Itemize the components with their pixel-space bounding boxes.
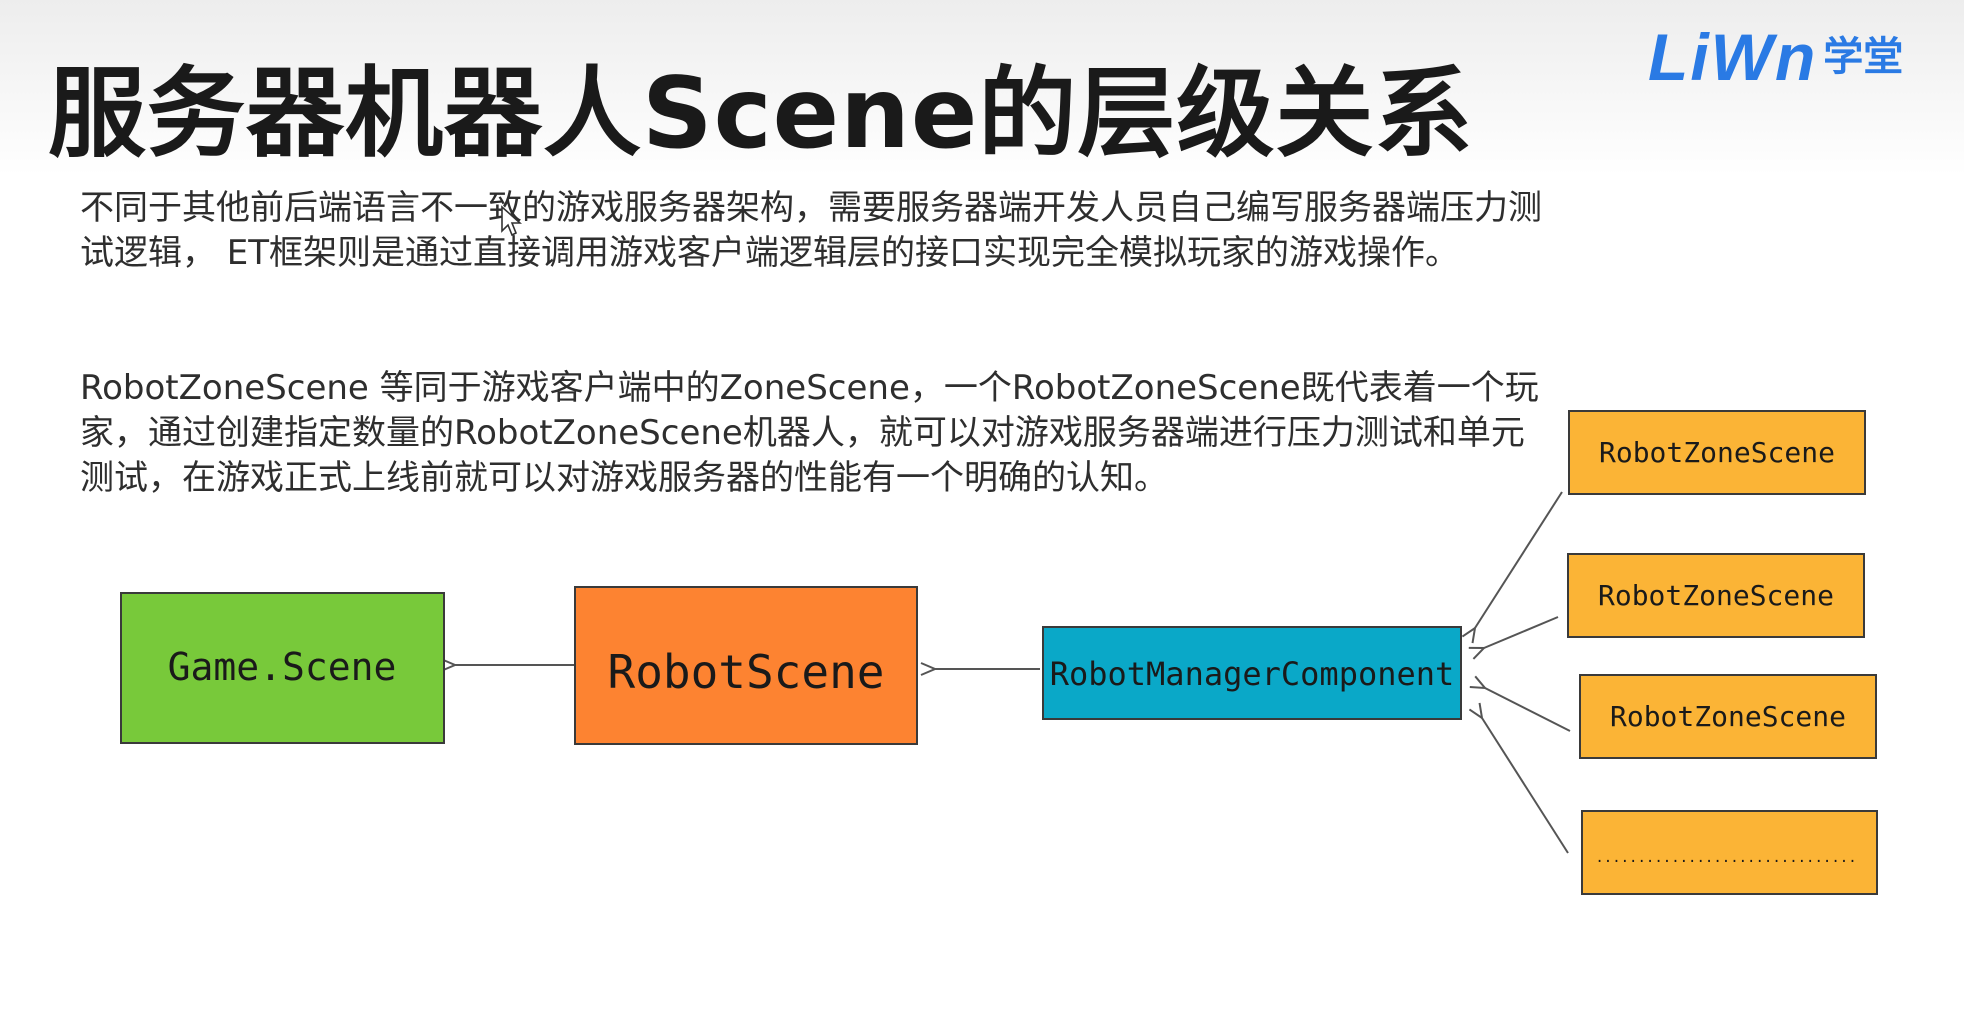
mouse-cursor-icon — [501, 205, 522, 237]
node-zone-more-label: ............................... — [1595, 850, 1856, 866]
arrow-more-to-manager — [1482, 718, 1569, 854]
arrow-zone3-to-manager — [1485, 688, 1571, 732]
paragraph-robot-zone-scene: RobotZoneScene 等同于游戏客户端中的ZoneScene，一个Rob… — [80, 368, 1539, 498]
node-robot-zone-scene-more: ............................... — [1581, 810, 1878, 895]
node-robot-zone-scene-1: RobotZoneScene — [1568, 410, 1866, 495]
arrow-zone2-to-manager — [1484, 616, 1559, 648]
node-zone-2-label: RobotZoneScene — [1598, 579, 1834, 612]
node-game-scene: Game.Scene — [120, 592, 445, 744]
logo-mark: LiWn — [1648, 20, 1818, 94]
paragraph-intro: 不同于其他前后端语言不一致的游戏服务器架构，需要服务器端开发人员自己编写服务器端… — [80, 188, 1542, 273]
node-robot-scene-label: RobotScene — [608, 645, 885, 699]
node-robot-zone-scene-2: RobotZoneScene — [1567, 553, 1865, 638]
node-robot-scene: RobotScene — [574, 586, 918, 745]
slide-title: 服务器机器人Scene的层级关系 — [48, 57, 1474, 171]
node-robot-manager-label: RobotManagerComponent — [1050, 655, 1455, 693]
header-background — [0, 0, 1964, 175]
arrow-zone1-to-manager — [1475, 491, 1563, 628]
node-game-scene-label: Game.Scene — [168, 645, 397, 689]
node-zone-3-label: RobotZoneScene — [1610, 700, 1846, 733]
node-robot-zone-scene-3: RobotZoneScene — [1579, 674, 1877, 759]
node-zone-1-label: RobotZoneScene — [1599, 436, 1835, 469]
logo-text: 学堂 — [1823, 34, 1904, 80]
node-robot-manager-component: RobotManagerComponent — [1042, 626, 1462, 720]
brand-logo: LiWn 学堂 — [1648, 24, 1903, 90]
